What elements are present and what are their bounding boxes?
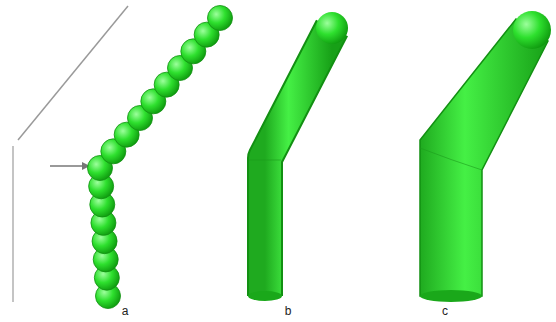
frame-line bbox=[18, 6, 128, 140]
tapered-tube bbox=[420, 11, 551, 302]
panel-letter: a bbox=[122, 305, 129, 317]
bent-tube bbox=[248, 12, 348, 301]
sphere-chain bbox=[88, 6, 233, 309]
pointer-arrow bbox=[50, 165, 84, 167]
sphere bbox=[208, 6, 233, 31]
panel-letter: b bbox=[285, 305, 292, 317]
panel-letter: c bbox=[442, 305, 448, 317]
frame-line bbox=[12, 146, 14, 302]
